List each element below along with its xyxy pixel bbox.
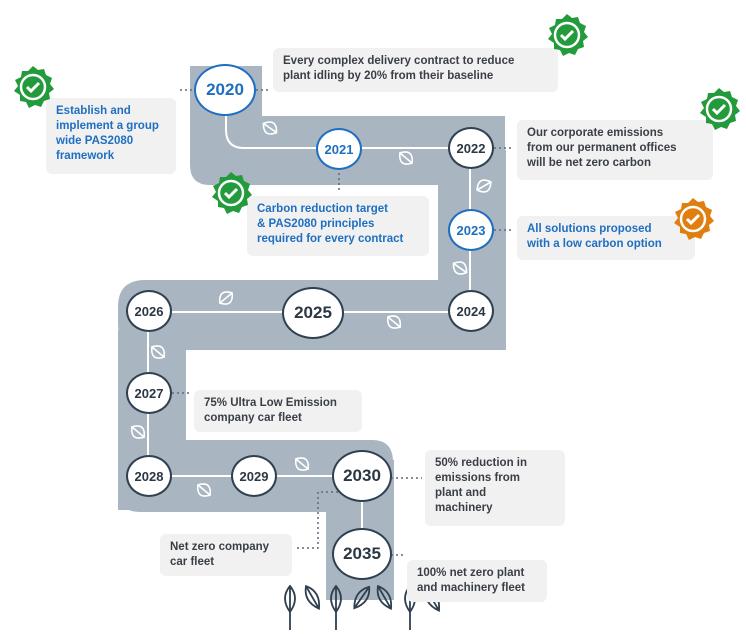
road-segment-top [190, 66, 506, 185]
callout-2030: 50% reduction in emissions from plant an… [425, 450, 565, 526]
milestone-2023: 2023 [448, 209, 494, 251]
callout-2022: Our corporate emissions from our permane… [517, 120, 713, 180]
check-circle-icon [548, 14, 588, 56]
milestone-2026: 2026 [126, 290, 172, 332]
milestone-2029: 2029 [231, 455, 277, 497]
milestone-2020: 2020 [194, 64, 256, 116]
callout-pas2080: Establish and implement a group wide PAS… [46, 98, 176, 174]
callout-2027: 75% Ultra Low Emission company car fleet [194, 390, 362, 432]
milestone-2028: 2028 [126, 455, 172, 497]
road-leaves [130, 121, 492, 497]
milestone-2021: 2021 [316, 128, 362, 170]
in-progress-check-icon [674, 198, 714, 240]
milestone-2035: 2035 [332, 528, 392, 580]
callout-2021: Carbon reduction target & PAS2080 princi… [247, 196, 429, 256]
callout-2035: 100% net zero plant and machinery fleet [407, 560, 547, 602]
callout-fleet: Net zero company car fleet [160, 534, 292, 576]
milestone-2022: 2022 [448, 127, 494, 169]
callout-2020: Every complex delivery contract to reduc… [273, 48, 558, 92]
check-circle-icon [700, 88, 740, 130]
milestone-2030: 2030 [332, 450, 392, 502]
check-circle-icon [212, 172, 252, 214]
check-circle-icon [14, 66, 54, 108]
leader-lines [172, 89, 514, 556]
milestone-2024: 2024 [448, 290, 494, 332]
milestone-2025: 2025 [282, 287, 344, 339]
callout-2023: All solutions proposed with a low carbon… [517, 216, 695, 260]
milestone-2027: 2027 [126, 372, 172, 414]
connector-lines [147, 106, 471, 553]
